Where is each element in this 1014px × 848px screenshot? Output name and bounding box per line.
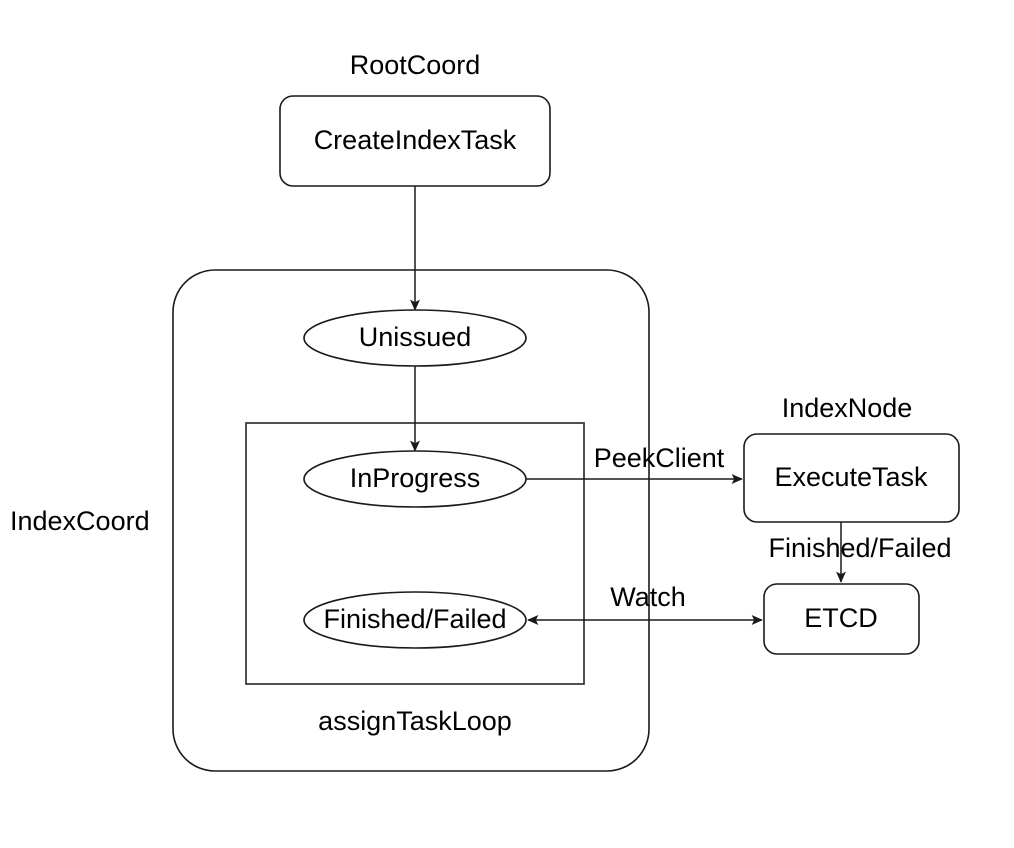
group-label-index-coord: IndexCoord xyxy=(10,506,150,536)
node-execute-task[interactable]: ExecuteTask xyxy=(743,433,960,523)
group-label-root-coord: RootCoord xyxy=(350,50,481,80)
in-progress-label: InProgress xyxy=(350,463,481,493)
group-label-assign-task-loop: assignTaskLoop xyxy=(318,706,512,736)
execute-task-label: ExecuteTask xyxy=(774,462,928,492)
node-create-index-task[interactable]: CreateIndexTask xyxy=(279,95,551,187)
unissued-label: Unissued xyxy=(359,322,472,352)
edge-label-finished-failed: Finished/Failed xyxy=(768,533,951,563)
finished-failed-ellipse[interactable] xyxy=(303,591,527,649)
finished-failed-label: Finished/Failed xyxy=(323,604,506,634)
edge-label-peek-client: PeekClient xyxy=(594,443,725,473)
node-unissued[interactable]: Unissued xyxy=(303,309,527,367)
etcd-label: ETCD xyxy=(804,603,878,633)
node-in-progress[interactable]: InProgress xyxy=(303,450,527,508)
execute-task-box[interactable] xyxy=(743,433,960,523)
node-finished-failed[interactable]: Finished/Failed xyxy=(303,591,527,649)
edge-label-watch: Watch xyxy=(610,582,686,612)
group-label-index-node: IndexNode xyxy=(782,393,913,423)
create-index-task-label: CreateIndexTask xyxy=(314,125,517,155)
etcd-box[interactable] xyxy=(763,583,920,655)
group-container-index-coord xyxy=(172,269,650,772)
node-etcd[interactable]: ETCD xyxy=(763,583,920,655)
